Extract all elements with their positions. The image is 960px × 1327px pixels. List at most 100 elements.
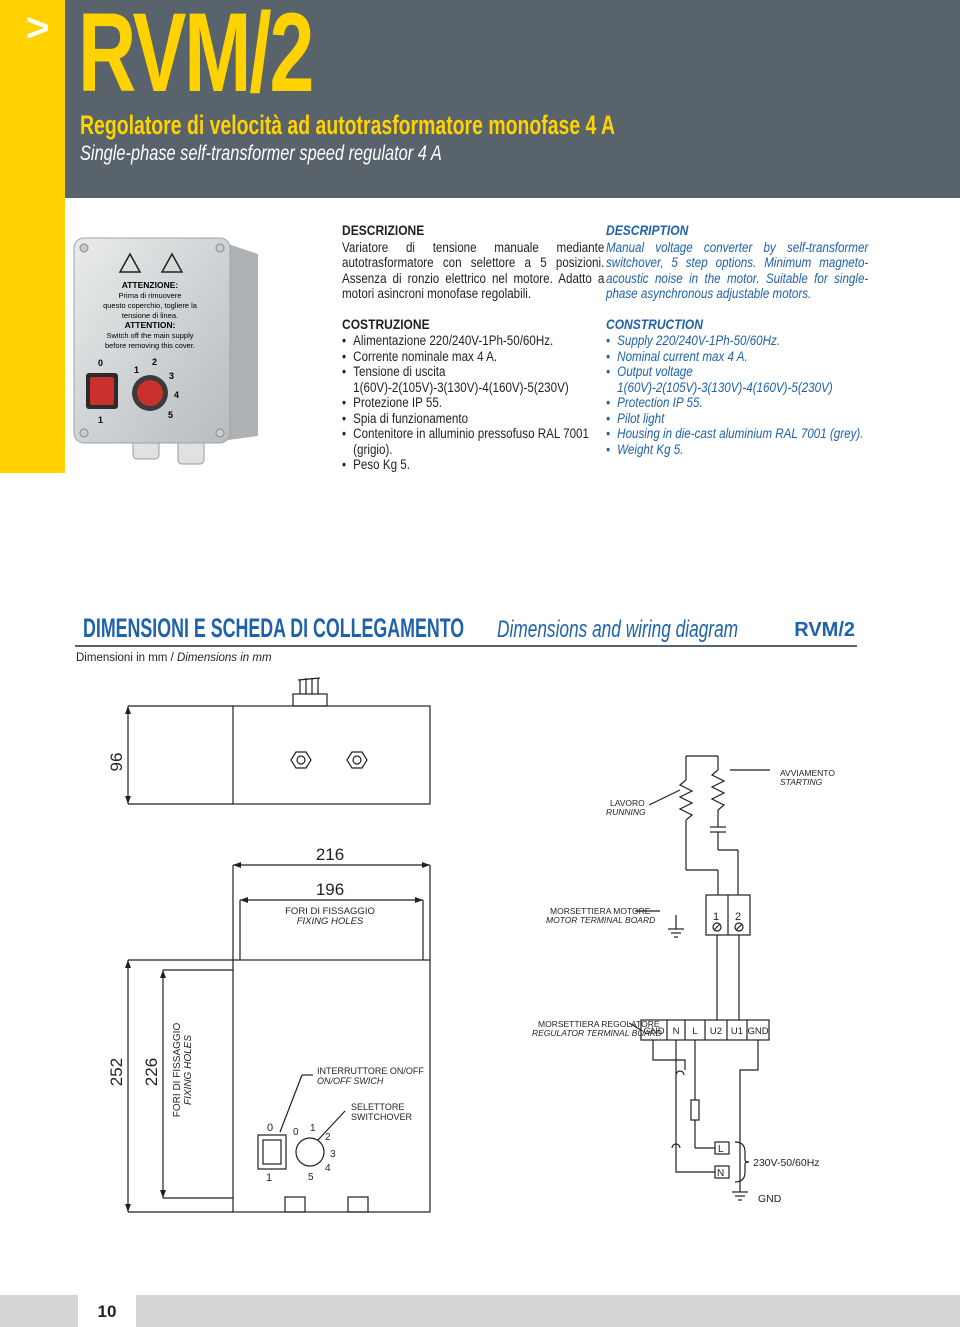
running-winding — [678, 779, 694, 821]
side-view-outline — [232, 705, 431, 805]
spec-list-it: Alimentazione 220/240V-1Ph-50/60Hz. Corr… — [342, 333, 604, 473]
front-knob-5: 5 — [308, 1172, 314, 1183]
heading-descrizione: DESCRIZIONE — [342, 222, 425, 238]
dimension-196: 196 — [316, 880, 344, 899]
running-label-en: RUNNING — [606, 807, 646, 817]
regulator-terminal-u1: U1 — [731, 1026, 743, 1037]
list-item: Corrente nominale max 4 A. — [342, 349, 604, 365]
list-item: Peso Kg 5. — [342, 457, 604, 473]
knob-label-4: 4 — [174, 390, 179, 400]
heading-costruzione: COSTRUZIONE — [342, 315, 430, 332]
page-number-box — [78, 1295, 136, 1327]
knob-label-5: 5 — [168, 410, 173, 420]
supply-l: L — [718, 1144, 724, 1155]
warning-it-line: questo coperchio, togliere la — [103, 301, 198, 310]
knob-label-2: 2 — [152, 357, 157, 367]
dimension-96: 96 — [107, 753, 126, 772]
pilot-light — [90, 377, 114, 405]
yellow-side-band — [0, 0, 65, 473]
list-item: Protection IP 55. — [606, 395, 868, 411]
knob-label-1: 1 — [134, 365, 139, 375]
regulator-board-label-it: MORSETTIERA REGOLATORE — [538, 1019, 660, 1029]
product-photo: ATTENZIONE: Prima di rimuovere questo co… — [73, 237, 258, 465]
fuse — [690, 1099, 700, 1121]
front-knob-3: 3 — [330, 1149, 336, 1160]
fixing-holes-label-it: FORI DI FISSAGGIO — [285, 906, 375, 917]
list-item: Nominal current max 4 A. — [606, 349, 868, 365]
warning-en-line: Switch off the main supply — [107, 331, 194, 340]
dimension-216: 216 — [316, 845, 344, 864]
page-number: 10 — [97, 1302, 117, 1321]
dimension-252: 252 — [107, 1058, 126, 1086]
dimensions-note-en: Dimensions in mm — [176, 652, 272, 664]
housing-side — [228, 244, 258, 440]
supply-n: N — [717, 1168, 724, 1179]
dimensions-note: Dimensioni in mm / Dimensions in mm — [76, 652, 272, 664]
switch-callout-en: ON/OFF SWICH — [317, 1076, 384, 1086]
warning-en-line: before removing this cover. — [105, 341, 195, 350]
side-view-knob — [292, 693, 328, 707]
side-view-gland — [346, 751, 368, 769]
regulator-terminal-gnd: GND — [643, 1026, 664, 1037]
section-header: DIMENSIONI E SCHEDA DI COLLEGAMENTO Dime… — [75, 609, 857, 647]
ground-label: GND — [758, 1193, 782, 1205]
list-item: Spia di funzionamento — [342, 411, 604, 427]
header-band — [65, 0, 960, 198]
front-view-switch — [257, 1134, 287, 1170]
supply-voltage: 230V-50/60Hz — [753, 1157, 820, 1169]
list-item: Contenitore in alluminio pressofuso RAL … — [342, 426, 604, 457]
selector-callout-it: SELETTORE — [351, 1102, 404, 1112]
knob-label-3: 3 — [169, 371, 174, 381]
description-italian: DESCRIZIONE Variatore di tensione manual… — [342, 222, 605, 473]
list-item: Supply 220/240V-1Ph-50/60Hz. — [606, 333, 868, 349]
dimension-226: 226 — [142, 1058, 161, 1086]
switch-callout-it: INTERRUTTORE ON/OFF — [317, 1066, 424, 1076]
regulator-terminal-u2: U2 — [710, 1026, 722, 1037]
electric-warning-icon — [160, 252, 184, 273]
model-title: RVM/2 — [78, 0, 314, 115]
warning-it-line: tensione di linea. — [122, 311, 178, 320]
starting-label-en: STARTING — [780, 777, 823, 787]
front-knob-2: 2 — [325, 1132, 331, 1143]
regulator-terminal-l: L — [692, 1026, 697, 1037]
footer-bar — [0, 1295, 960, 1327]
starting-winding — [710, 769, 726, 811]
description-text-it: Variatore di tensione manuale mediante a… — [342, 239, 605, 302]
front-knob-1: 1 — [310, 1123, 316, 1134]
spec-list-en: Supply 220/240V-1Ph-50/60Hz. Nominal cur… — [606, 333, 868, 457]
fixing-holes-vertical-it: FORI DI FISSAGGIO — [172, 1023, 183, 1118]
regulator-board-label-en: REGULATOR TERMINAL BOARD — [532, 1028, 662, 1038]
section-title-italian: DIMENSIONI E SCHEDA DI COLLEGAMENTO — [83, 613, 465, 643]
list-item: Pilot light — [606, 411, 868, 427]
regulator-terminal-gnd: GND — [747, 1026, 768, 1037]
list-item: Tensione di uscita 1(60V)-2(105V)-3(130V… — [342, 364, 604, 395]
fixing-holes-vertical-en: FIXING HOLES — [183, 1035, 194, 1105]
list-item: Housing in die-cast aluminium RAL 7001 (… — [606, 426, 868, 442]
warning-icon — [118, 252, 142, 273]
motor-terminal-1: 1 — [713, 911, 719, 923]
selector-knob-cap — [137, 380, 163, 406]
screw — [79, 428, 89, 438]
motor-terminal-2: 2 — [735, 911, 741, 923]
subtitle-english: Single-phase self-transformer speed regu… — [80, 142, 442, 165]
wiring-diagram — [628, 755, 770, 1201]
motor-board-label-it: MORSETTIERA MOTORE — [550, 906, 651, 916]
chevron-icon: > — [26, 6, 50, 50]
warning-en-title: ATTENTION: — [125, 320, 176, 330]
screw — [215, 243, 225, 253]
screw — [79, 243, 89, 253]
side-view-gland — [290, 751, 312, 769]
switch-label-0: 0 — [98, 358, 103, 368]
list-item: Protezione IP 55. — [342, 395, 604, 411]
heading-description: DESCRIPTION — [606, 222, 689, 238]
front-view-outline — [232, 959, 431, 1213]
fixing-holes-label-en: FIXING HOLES — [297, 916, 364, 927]
section-title-english: Dimensions and wiring diagram — [497, 616, 739, 643]
screw — [215, 428, 225, 438]
front-switch-1: 1 — [266, 1172, 272, 1184]
running-label-it: LAVORO — [610, 798, 645, 808]
warning-it-title: ATTENZIONE: — [122, 280, 179, 290]
starting-label-it: AVVIAMENTO — [780, 768, 835, 778]
list-item: Weight Kg 5. — [606, 442, 868, 458]
warning-it-line: Prima di rimuovere — [119, 291, 182, 300]
